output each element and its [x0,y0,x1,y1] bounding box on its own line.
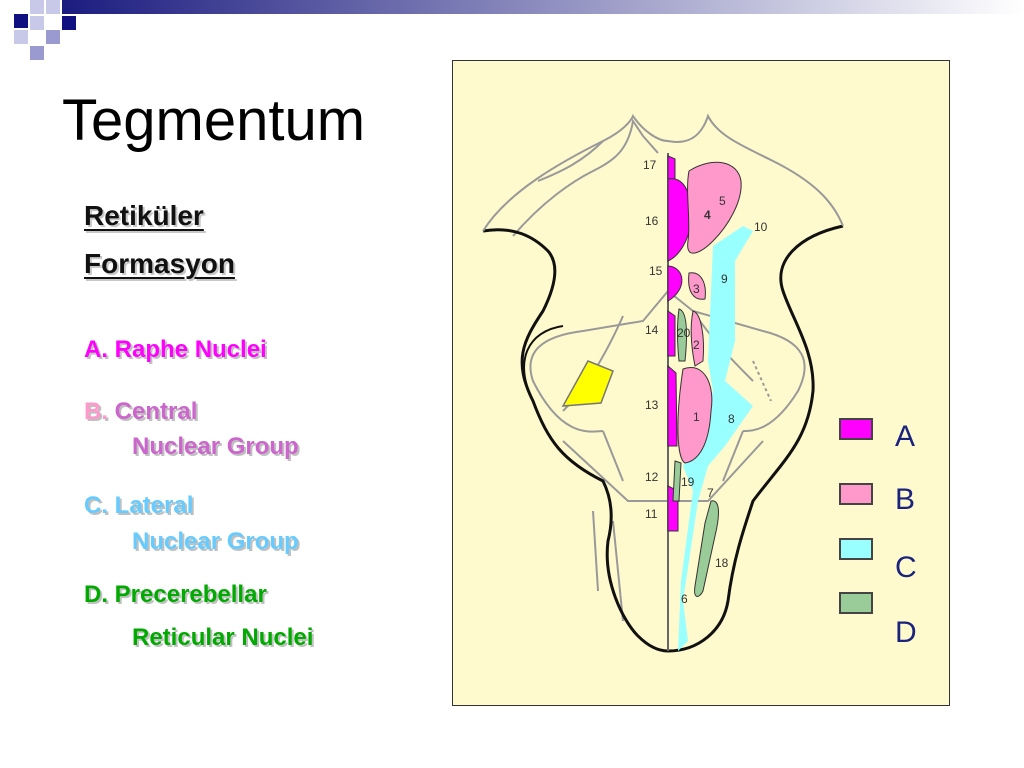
yellow-region [561,360,614,407]
num-6: 6 [681,592,688,606]
list-item-d-line1: Precerebellar [114,581,267,608]
subtitle-line-1: Retiküler [84,200,204,231]
legend-label-a: A [895,420,916,453]
background-structures [512,118,806,622]
num-7: 7 [707,486,714,500]
legend-swatch-d [839,592,873,614]
num-16: 16 [645,214,659,228]
legend-swatch-c [839,538,873,560]
legend-swatch-a [839,418,873,440]
legend-label-c: C [895,551,917,584]
list-item-b-letter: B. [84,398,108,425]
lateral-nuclear-group [678,226,753,651]
list-item-d-letter: D. [84,581,108,608]
num-3: 3 [693,282,700,296]
num-10: 10 [754,220,768,234]
list-item-b-line1: Central [114,398,198,425]
num-17: 17 [643,158,657,172]
num-11: 11 [645,507,658,521]
num-18: 18 [715,556,729,570]
legend-label-b: B [895,483,916,516]
subtitle-line-2: Formasyon [84,248,235,279]
central-nuclear-group [677,161,742,464]
list-item-c-line1: Lateral [114,492,194,519]
num-13: 13 [645,398,659,412]
list-item-a: A. Raphe Nuclei [84,336,267,364]
list-item-c-letter: C. [84,492,108,519]
num-9: 9 [721,272,728,286]
num-15: 15 [649,264,663,278]
num-19: 19 [681,475,695,489]
legend-label-d: D [895,616,917,649]
list-item-d: D. Precerebellar [84,581,267,609]
corner-decoration [0,0,1024,60]
list-item-a-text: Raphe Nuclei [114,336,267,363]
slide-title: Tegmentum [62,88,366,153]
num-14: 14 [645,323,659,337]
list-item-c: C. Lateral [84,492,193,520]
legend-swatch-b [839,483,873,505]
num-20: 20 [677,326,691,340]
precerebellar-nuclei [672,308,719,597]
num-4: 4 [704,208,711,222]
nucleus-numbers: 17 16 15 14 13 12 11 5 4 10 9 3 20 2 1 8… [643,158,768,606]
list-item-b: B. Central [84,398,197,426]
num-1: 1 [693,410,700,424]
brainstem-outline [482,224,844,653]
raphe-nuclei [667,155,692,532]
brainstem-illustration: 17 16 15 14 13 12 11 5 4 10 9 3 20 2 1 8… [482,113,844,653]
num-2: 2 [693,338,700,352]
list-item-b-line2: Nuclear Group [132,433,299,460]
num-5: 5 [719,194,726,208]
list-item-d-line2: Reticular Nuclei [132,624,314,651]
list-item-a-letter: A. [84,336,108,363]
num-12: 12 [645,470,659,484]
num-8: 8 [728,412,735,426]
list-item-c-line2: Nuclear Group [132,528,299,555]
brainstem-diagram: 17 16 15 14 13 12 11 5 4 10 9 3 20 2 1 8… [452,60,950,706]
